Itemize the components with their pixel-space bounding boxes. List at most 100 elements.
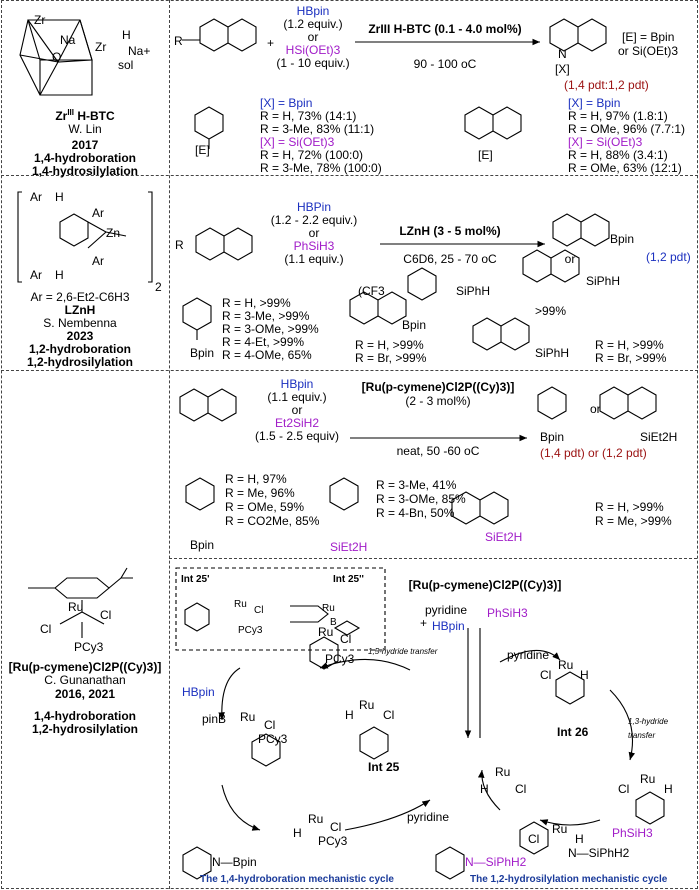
mech-cl-a: Cl	[340, 632, 352, 646]
mech-h-f: H	[580, 668, 589, 682]
mech-phsih3-2: PhSiH3	[612, 826, 653, 840]
result-line: R = CO2Me, 85%	[225, 514, 320, 528]
mech-plus: +	[420, 616, 428, 630]
product-x: [X]	[555, 62, 570, 76]
author-gunanathan: C. Gunanathan	[44, 673, 126, 687]
mech-n-bpin: N—Bpin	[212, 855, 257, 869]
type-hydrosilylation: 1,4-hydrosilylation	[31, 164, 139, 178]
reagent-eq1: (1.2 equiv.)	[283, 17, 343, 31]
ar-4: Ar	[30, 268, 42, 282]
zr-label: Zr	[34, 13, 46, 27]
cycle2-caption: The 1,2-hydrosilylation mechanistic cycl…	[470, 874, 668, 885]
product-n: N	[558, 47, 567, 61]
si-group-iq: SiPhH	[535, 346, 570, 360]
cl-label-1: Cl	[40, 622, 52, 636]
cf3-label: (CF3	[358, 284, 385, 298]
result-line: R = Me, >99%	[595, 514, 672, 528]
int25pp-label: Int 25''	[333, 574, 364, 585]
reagent-eq2: (1 - 10 equiv.)	[276, 56, 350, 70]
result-line: R = H, 97%	[225, 472, 287, 486]
result-line: R = H, 72% (100:0)	[260, 148, 364, 162]
zn-label: Zn	[106, 226, 121, 240]
year-2017: 2017	[71, 138, 99, 152]
mech-pyridine-1: pyridine	[425, 603, 468, 617]
int25-label: Int 25	[368, 760, 400, 774]
reagent-hbpin-2: HBPin	[296, 200, 332, 214]
bpin-sec2: Bpin	[190, 346, 215, 360]
result-line: R = H, 73% (14:1)	[260, 109, 357, 123]
mech-ru-g: Ru	[640, 772, 656, 786]
mech-ru-f: Ru	[558, 658, 574, 672]
pdt-3: (1,4 pdt) or (1,2 pdt)	[540, 446, 647, 460]
divider-3	[169, 558, 697, 559]
mech-h-h: H	[575, 832, 584, 846]
mech-cl-d: Cl	[330, 820, 342, 834]
mech-pyridine-2: pyridine	[407, 810, 450, 824]
mech-pcy3-inset: PCy3	[238, 625, 263, 636]
mech-cl-h: Cl	[528, 832, 540, 846]
result-line: R = OMe, 96% (7.7:1)	[568, 122, 686, 136]
mech-hbpin-2: HBpin	[182, 685, 215, 699]
mech-ru-inset: Ru	[234, 599, 247, 610]
mech-ru-h: Ru	[552, 822, 568, 836]
mech-cl-inset: Cl	[254, 605, 264, 616]
r-label: R	[174, 34, 183, 48]
mech-pcy3-b: PCy3	[258, 732, 288, 746]
result-line: R = 3-Me, 83% (11:1)	[260, 122, 375, 136]
result-line: [X] = Bpin	[260, 96, 313, 110]
catalyst-ru: [Ru(p-cymene)Cl2P((Cy)3)]	[8, 660, 162, 674]
product-bpin-3: Bpin	[540, 430, 565, 444]
reagent-eq1-2: (1.2 - 2.2 equiv.)	[270, 213, 358, 227]
bpin-iq: Bpin	[402, 318, 427, 332]
h-2: H	[55, 268, 64, 282]
author-lin: W. Lin	[68, 122, 102, 136]
mech-b-inset: B	[330, 617, 337, 628]
reagent-hbpin: HBpin	[296, 4, 330, 18]
zr3-label: Zr	[95, 40, 107, 54]
na-plus-label: Na+	[128, 44, 151, 58]
mech-h-c: H	[345, 708, 354, 722]
ar-definition: Ar = 2,6-Et2-C6H3	[30, 290, 130, 304]
reagent-eq1-3: (1.1 equiv.)	[267, 390, 327, 404]
int25p-label: Int 25'	[181, 574, 210, 585]
pdt-ratio: (1,4 pdt:1,2 pdt)	[564, 78, 649, 92]
mech-pcy3-d: PCy3	[318, 834, 348, 848]
mech-phsih3-1: PhSiH3	[487, 606, 528, 620]
mech-cl-b: Cl	[264, 718, 276, 732]
ru-label: Ru	[68, 600, 84, 614]
reagent-hbpin-3: HBpin	[280, 377, 314, 391]
cl-label-2: Cl	[100, 608, 112, 622]
years-ru: 2016, 2021	[54, 687, 116, 701]
product-or-3: or	[590, 402, 601, 416]
reagent-hsi: HSi(OEt)3	[285, 43, 341, 57]
result-line: R = Br, >99%	[595, 351, 667, 365]
result-line: R = H, >99%	[355, 338, 424, 352]
sol-label: sol	[118, 58, 134, 72]
author-nembenna: S. Nembenna	[43, 316, 117, 330]
reagent-eq2-3: (1.5 - 2.5 equiv)	[254, 429, 340, 443]
column-divider	[169, 0, 170, 889]
product-or-2: or	[564, 252, 576, 266]
reagent-phsih3: PhSiH3	[293, 239, 335, 253]
product-si-3: SiEt2H	[640, 430, 678, 444]
arrow-bottom-label-3: neat, 50 -60 oC	[396, 444, 480, 458]
mech-h-g: H	[664, 782, 673, 796]
reagent-or-2: or	[308, 226, 320, 240]
result-line: R = 3-OMe, 85%	[376, 492, 466, 506]
result-line: R = H, >99%	[595, 500, 664, 514]
reagent-eq2-2: (1.1 equiv.)	[284, 252, 344, 266]
result-line: R = H, >99%	[222, 296, 291, 310]
r-label-2: R	[175, 238, 184, 252]
type-hydroboration-2: 1,2-hydroboration	[28, 342, 132, 356]
pcy3-label: PCy3	[74, 640, 104, 654]
result-line: R = H, 88% (3.4:1)	[568, 148, 668, 162]
mech-h-e: H	[480, 782, 489, 796]
e-definition: [E] = Bpin	[622, 30, 675, 44]
result-line: R = 3-OMe, >99%	[222, 322, 319, 336]
h-1: H	[55, 190, 64, 204]
result-line: [X] = Bpin	[568, 96, 621, 110]
e-definition-2: or Si(OEt)3	[618, 44, 679, 58]
reagent-or-3: or	[291, 403, 303, 417]
arrow-top-label-3b: (2 - 3 mol%)	[405, 394, 471, 408]
